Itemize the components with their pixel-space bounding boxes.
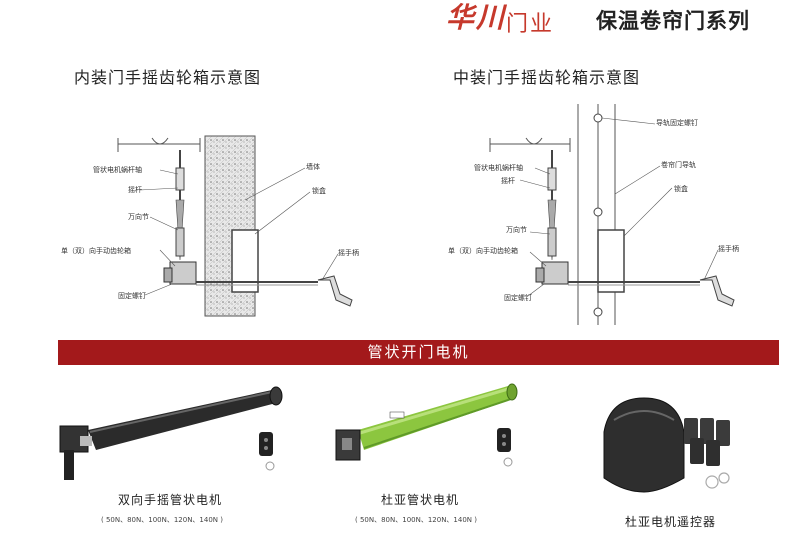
right-label-universal-joint: 万向节 (506, 226, 527, 234)
product-1-name: 双向手摇管状电机 (118, 493, 223, 507)
left-label-rocker: 摇杆 (128, 186, 142, 194)
left-label-universal-joint: 万向节 (128, 213, 149, 221)
left-label-wall: 墙体 (306, 163, 320, 171)
right-label-fixing-screw: 固定螺钉 (504, 294, 532, 302)
right-label-motor-worm-shaft: 管状电机蜗杆轴 (474, 164, 523, 172)
left-label-handle: 摇手柄 (338, 249, 359, 257)
right-label-door-rail: 卷帘门导轨 (661, 161, 696, 169)
product-2-name: 杜亚管状电机 (381, 493, 460, 507)
green-tubular-motor-image (335, 383, 518, 467)
motor-controller-image (603, 397, 730, 493)
section-title: 管状开门电机 (367, 343, 470, 361)
left-label-fixing-screw: 固定螺钉 (118, 292, 146, 300)
left-label-motor-worm-shaft: 管状电机蜗杆轴 (93, 166, 142, 174)
left-diagram (117, 135, 353, 317)
section-bar (58, 340, 779, 365)
dark-tubular-motor-image (59, 386, 283, 480)
right-label-gearbox: 单（双）向手动齿轮箱 (448, 247, 518, 255)
product-3-name: 杜亚电机遥控器 (625, 515, 717, 529)
left-diagram-title: 内装门手摇齿轮箱示意图 (74, 68, 262, 87)
left-label-lock-box: 锁盒 (312, 187, 326, 195)
left-label-gearbox: 单（双）向手动齿轮箱 (61, 247, 131, 255)
product-1-spec: ( 50N、80N、100N、120N、140N ) (101, 516, 223, 524)
brand-logo-mark: 华川 (446, 1, 507, 34)
right-diagram (489, 104, 735, 325)
product-2-spec: ( 50N、80N、100N、120N、140N ) (355, 516, 477, 524)
right-label-rocker: 摇杆 (501, 177, 515, 185)
brand-name: 门业 (506, 12, 555, 37)
right-diagram-title: 中装门手摇齿轮箱示意图 (453, 68, 641, 87)
right-label-lock-box: 锁盒 (674, 185, 688, 193)
right-label-rail-fixing-screw: 导轨固定螺钉 (656, 119, 698, 127)
right-label-handle: 摇手柄 (718, 245, 739, 253)
series-title: 保温卷帘门系列 (596, 9, 750, 33)
